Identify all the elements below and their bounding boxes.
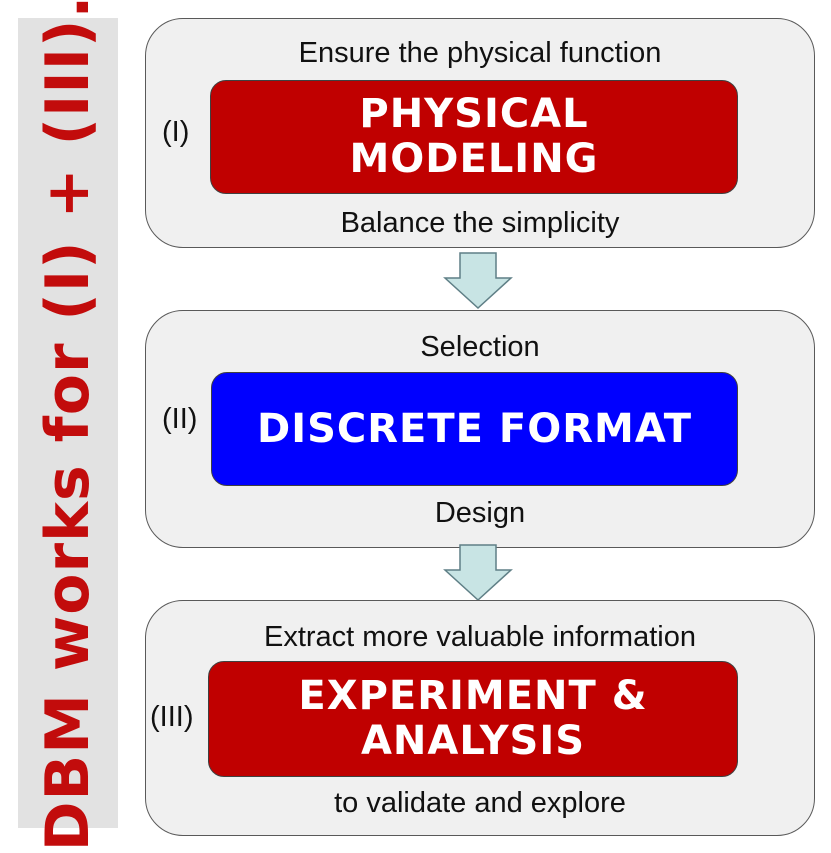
experiment-analysis-line-1: EXPERIMENT &	[298, 673, 648, 720]
stage-discrete-format: Selection (II) DISCRETE FORMAT Design	[145, 310, 815, 548]
stage-3-numeral: (III)	[150, 701, 194, 733]
experiment-analysis-box: EXPERIMENT & ANALYSIS	[208, 661, 738, 777]
experiment-analysis-line-2: ANALYSIS	[360, 718, 586, 764]
stage-3-top-caption: Extract more valuable information	[264, 621, 696, 653]
stage-1-top-caption: Ensure the physical function	[298, 37, 662, 69]
side-banner-text: DBM works for (I) + (III).	[33, 0, 103, 852]
physical-modeling-box: PHYSICAL MODELING	[210, 80, 738, 194]
stage-1-numeral: (I)	[162, 116, 190, 148]
stage-2-top-caption: Selection	[420, 331, 540, 363]
discrete-format-line-1: DISCRETE FORMAT	[257, 405, 692, 452]
stage-1-bottom-caption: Balance the simplicity	[340, 207, 620, 239]
down-arrow-icon	[443, 252, 513, 310]
stage-experiment-analysis: Extract more valuable information (III) …	[145, 600, 815, 836]
stage-physical-modeling: Ensure the physical function (I) PHYSICA…	[145, 18, 815, 248]
side-banner	[18, 18, 118, 828]
stage-2-bottom-caption: Design	[434, 497, 526, 529]
physical-modeling-line-2: MODELING	[349, 136, 599, 182]
down-arrow-icon	[443, 544, 513, 602]
stage-3-bottom-caption: to validate and explore	[334, 787, 626, 819]
discrete-format-box: DISCRETE FORMAT	[211, 372, 738, 486]
physical-modeling-line-1: PHYSICAL	[359, 91, 589, 138]
stage-2-numeral: (II)	[162, 403, 198, 435]
